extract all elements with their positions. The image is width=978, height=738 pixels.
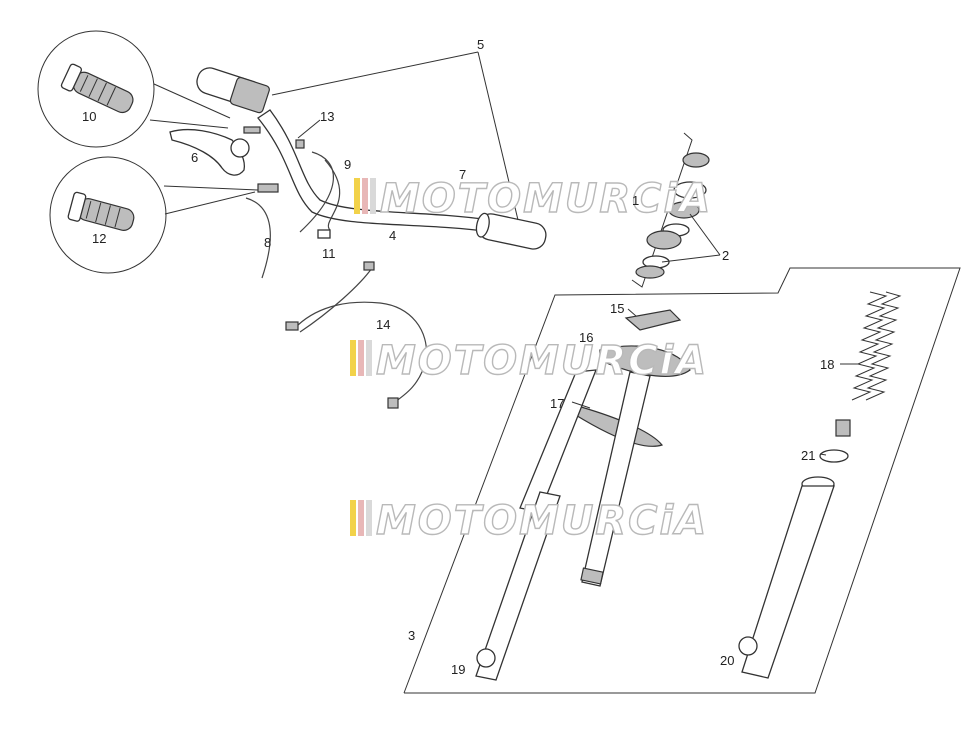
grip-icon bbox=[60, 63, 134, 114]
callout-8: 8 bbox=[264, 235, 271, 250]
washer-icon bbox=[819, 449, 849, 463]
callout-1: 1 bbox=[632, 193, 639, 208]
leader-10b bbox=[149, 119, 229, 129]
watermark: MOTOMURCiA bbox=[350, 497, 708, 545]
watermark: MOTOMURCiA bbox=[350, 337, 708, 385]
watermark-text: MOTOMURCiA bbox=[376, 498, 708, 544]
fork-leg-left-icon bbox=[475, 369, 597, 681]
callout-14: 14 bbox=[376, 317, 390, 332]
grip-icon bbox=[67, 191, 135, 231]
callout-20: 20 bbox=[720, 653, 734, 668]
detail-circle-10: 10 bbox=[37, 30, 155, 148]
bearing-set-icon bbox=[635, 152, 710, 279]
upper-clamp-icon bbox=[624, 309, 682, 331]
fork-assembly-frame bbox=[403, 267, 961, 694]
wiring-harness bbox=[297, 301, 428, 405]
callout-16: 16 bbox=[579, 330, 593, 345]
leader-12b bbox=[164, 191, 256, 215]
lower-leg-right-icon bbox=[738, 476, 835, 679]
callout-17: 17 bbox=[550, 396, 564, 411]
callout-18: 18 bbox=[820, 357, 834, 372]
handlebar bbox=[196, 67, 547, 250]
callout-10: 10 bbox=[82, 109, 96, 124]
callout-7: 7 bbox=[459, 167, 466, 182]
callout-12: 12 bbox=[92, 231, 106, 246]
watermark-text: MOTOMURCiA bbox=[380, 176, 712, 222]
bearing-bracket bbox=[631, 132, 693, 288]
callout-21: 21 bbox=[801, 448, 815, 463]
left-grip-icon bbox=[196, 67, 270, 114]
callout-4: 4 bbox=[389, 228, 396, 243]
connector-icon bbox=[387, 397, 399, 409]
bolt-icon bbox=[243, 126, 279, 193]
watermark-text: MOTOMURCiA bbox=[376, 338, 708, 384]
detail-circle-12: 12 bbox=[49, 156, 167, 274]
lever-icon bbox=[169, 128, 250, 176]
callout-15: 15 bbox=[610, 301, 624, 316]
right-grip-icon bbox=[475, 212, 547, 250]
bolt-icon bbox=[295, 139, 305, 149]
callout-13: 13 bbox=[320, 109, 334, 124]
callout-5: 5 bbox=[477, 37, 484, 52]
fork-leg-right-icon bbox=[580, 371, 651, 587]
cable-4 bbox=[324, 159, 341, 231]
callout-19: 19 bbox=[451, 662, 465, 677]
connector-icon bbox=[363, 261, 375, 271]
leader-12 bbox=[163, 185, 259, 191]
callout-2: 2 bbox=[722, 248, 729, 263]
connector-icon bbox=[285, 321, 299, 331]
callout-9: 9 bbox=[344, 157, 351, 172]
callout-11: 11 bbox=[322, 246, 336, 261]
callout-6: 6 bbox=[191, 150, 198, 165]
callout-3: 3 bbox=[408, 628, 415, 643]
cable-clip-icon bbox=[317, 229, 331, 239]
watermark: MOTOMURCiA bbox=[354, 175, 712, 223]
leader-10 bbox=[153, 83, 231, 119]
spacer-icon bbox=[835, 419, 851, 437]
spring-icon bbox=[851, 291, 902, 401]
cable-8 bbox=[245, 197, 271, 279]
cable-9 bbox=[299, 151, 334, 233]
